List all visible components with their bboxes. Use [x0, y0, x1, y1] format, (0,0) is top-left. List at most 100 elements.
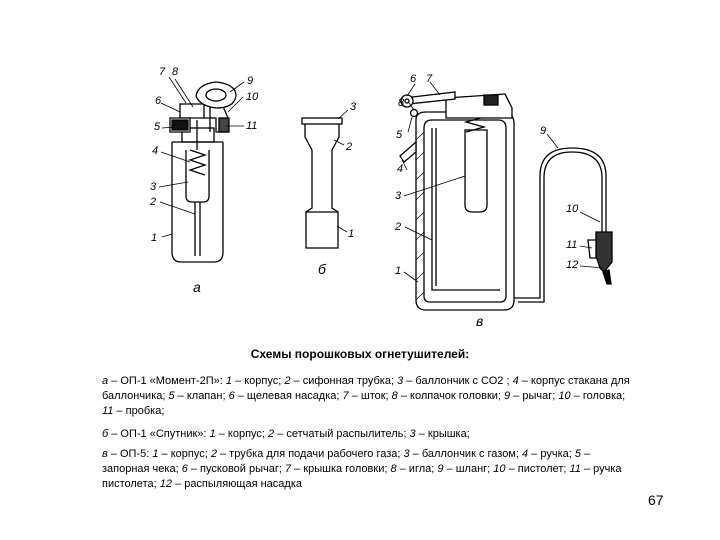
diagram-v-body — [415, 111, 515, 311]
part-number: 11 — [102, 405, 114, 417]
part-text: – щелевая насадка; — [234, 390, 343, 402]
part-number: 1 — [152, 448, 159, 460]
part-number: 6 — [228, 390, 235, 402]
part-number: 7 — [284, 463, 292, 475]
callout-v-7: 7 — [426, 73, 433, 85]
callout-v-1: 1 — [395, 265, 401, 277]
caption-item-lead: в — [102, 448, 108, 460]
caption-item-v: в – ОП-5: 1 – корпус; 2 – трубка для под… — [102, 447, 630, 492]
part-number: 8 — [390, 463, 397, 475]
callout-v-4: 4 — [397, 163, 403, 175]
part-number: 5 — [168, 390, 175, 402]
part-number: 2 — [268, 428, 275, 440]
part-text: – сетчатый распылитель; — [274, 428, 410, 440]
callout-b-2: 2 — [345, 141, 352, 153]
page-number: 67 — [648, 492, 664, 508]
part-text: – корпус; — [232, 375, 285, 387]
label-b: б — [318, 261, 327, 277]
part-text: – трубка для подачи рабочего газа; — [216, 448, 404, 460]
part-text: – ручка; — [528, 448, 575, 460]
caption-item-name: – ОП-5: — [107, 448, 153, 460]
part-number: 11 — [569, 463, 581, 475]
part-number: 10 — [558, 390, 571, 402]
part-text: – баллончик с СО2 ; — [403, 375, 513, 387]
part-number: 9 — [437, 463, 444, 475]
part-number: 1 — [209, 428, 216, 440]
callout-v-5: 5 — [396, 129, 403, 141]
label-a: а — [193, 279, 201, 295]
caption-item-name: – ОП-1 «Момент-2П»: — [108, 375, 226, 387]
caption-item-a: а – ОП-1 «Момент-2П»: 1 – корпус; 2 – си… — [102, 374, 630, 419]
part-text: – пистолет; — [505, 463, 570, 475]
diagram-b-cap — [301, 117, 343, 125]
callout-a-5: 5 — [154, 121, 161, 133]
callout-a-3: 3 — [150, 181, 157, 193]
diagram-v — [399, 81, 613, 311]
part-text: – корпус; — [215, 428, 269, 440]
part-number: 3 — [403, 448, 410, 460]
callout-a-10: 10 — [246, 91, 259, 103]
label-v: в — [476, 313, 483, 329]
part-text: – запорная чека; — [102, 448, 591, 475]
part-number: 4 — [512, 375, 519, 387]
part-text: – крышка головки; — [291, 463, 391, 475]
caption-item-lead: б — [102, 428, 109, 440]
part-text: – баллончик с газом; — [409, 448, 522, 460]
part-text: – клапан; — [174, 390, 229, 402]
diagram-a-callouts: 7 8 6 5 4 3 2 1 9 10 11 а — [149, 66, 259, 295]
part-number: 9 — [504, 390, 511, 402]
callout-a-9: 9 — [247, 75, 253, 87]
part-text: – колпачок головки; — [397, 390, 505, 402]
part-text: – пробка; — [113, 405, 165, 417]
part-number: 3 — [409, 428, 416, 440]
callout-v-9: 9 — [540, 125, 546, 137]
callout-a-4: 4 — [152, 145, 158, 157]
part-text: – ручка пистолета; — [102, 463, 622, 490]
part-text: – сифонная трубка; — [290, 375, 398, 387]
part-text: – распыляющая насадка — [171, 478, 303, 490]
figure-caption-title: Схемы порошковых огнетушителей: — [250, 347, 470, 361]
part-number: 2 — [210, 448, 217, 460]
part-number: 6 — [181, 463, 188, 475]
part-text: – пусковой рычаг; — [187, 463, 285, 475]
diagram-b-callouts: 3 2 1 б — [318, 101, 357, 277]
part-number: 8 — [391, 390, 398, 402]
callout-v-11: 11 — [566, 239, 577, 251]
diagram-v-callouts: 6 7 8 5 4 3 2 1 9 10 11 12 в — [394, 73, 579, 329]
diagram-a — [158, 76, 245, 263]
part-text: – шланг; — [443, 463, 494, 475]
part-number: 12 — [159, 478, 172, 490]
part-text: – игла; — [396, 463, 438, 475]
callout-b-1: 1 — [348, 228, 354, 240]
diagram-a-body — [171, 142, 224, 263]
part-text: – рычаг; — [510, 390, 559, 402]
diagram-b-body — [304, 124, 340, 249]
callout-v-10: 10 — [566, 203, 579, 215]
callout-a-7: 7 — [159, 66, 166, 78]
part-text: – головка; — [570, 390, 626, 402]
part-text: – корпус стакана для баллончика; — [102, 375, 630, 402]
callout-a-1: 1 — [151, 232, 157, 244]
callout-a-8: 8 — [172, 66, 179, 78]
caption-item-name: – ОП-1 «Спутник»: — [108, 428, 210, 440]
callout-a-2: 2 — [149, 196, 156, 208]
part-number: 3 — [397, 375, 404, 387]
part-number: 4 — [521, 448, 529, 460]
part-text: – крышка; — [415, 428, 470, 440]
part-number: 5 — [574, 448, 581, 460]
callout-a-11: 11 — [246, 120, 257, 132]
part-number: 2 — [284, 375, 291, 387]
callout-v-6: 6 — [410, 73, 417, 85]
part-number: 7 — [342, 390, 349, 402]
callout-b-3: 3 — [350, 101, 357, 113]
diagram-b — [301, 109, 349, 249]
callout-v-12: 12 — [566, 259, 578, 271]
extinguisher-diagrams: 7 8 6 5 4 3 2 1 9 10 11 а 3 2 1 б — [149, 66, 613, 329]
part-number: 10 — [493, 463, 506, 475]
part-text: – шток; — [348, 390, 392, 402]
callout-a-6: 6 — [155, 95, 162, 107]
callout-v-3: 3 — [395, 190, 402, 202]
callout-v-8: 8 — [398, 97, 405, 109]
caption-item-lead: а — [102, 375, 109, 387]
caption-item-b: б – ОП-1 «Спутник»: 1 – корпус; 2 – сетч… — [102, 427, 630, 442]
